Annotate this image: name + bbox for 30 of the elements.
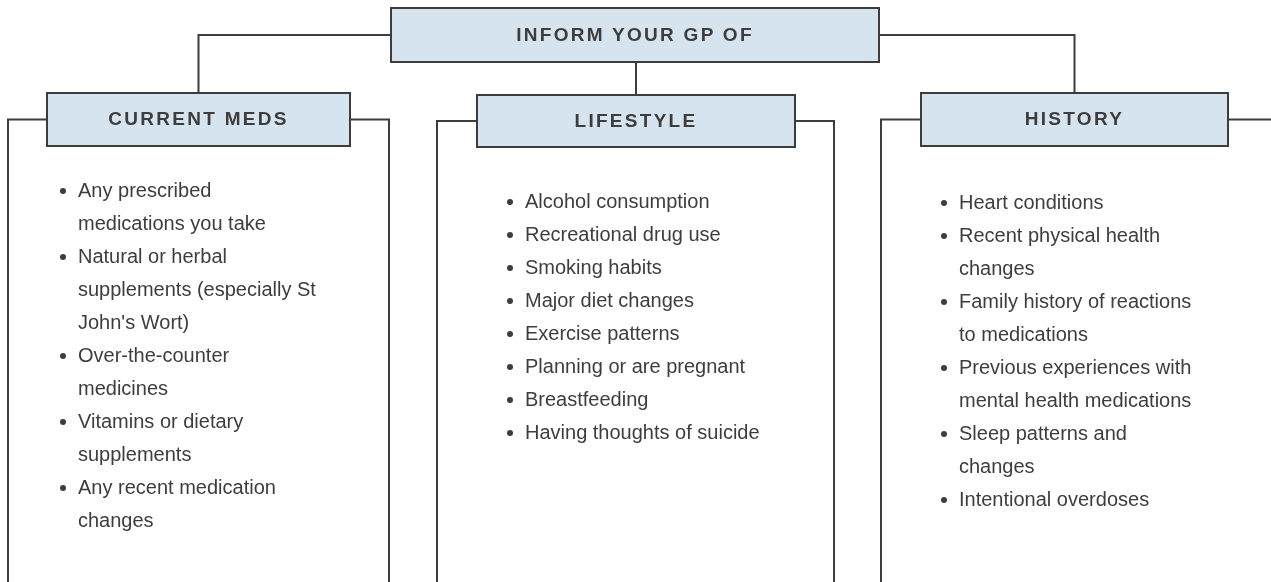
bullet-item: Previous experiences with mental health medications <box>959 355 1193 413</box>
bullet-item: Intentional overdoses <box>959 487 1150 512</box>
bullet-item: Major diet changes <box>525 288 694 313</box>
connector-line <box>635 62 637 95</box>
bullet-item: Family history of reactions to medications <box>959 289 1193 347</box>
bullet-item: Over-the-counter medicines <box>78 343 231 401</box>
heading-text: INFORM YOUR GP OF <box>516 22 754 47</box>
heading-box <box>390 7 880 63</box>
bullet-item: Recent physical health changes <box>959 223 1162 281</box>
bracket-panel <box>7 92 390 582</box>
category-header-text: LIFESTYLE <box>574 108 698 133</box>
connector-line <box>197 34 391 93</box>
category-header-text: HISTORY <box>1024 107 1125 132</box>
bullet-item: Exercise patterns <box>525 321 680 346</box>
bullet-item: Planning or are pregnant <box>525 354 746 379</box>
bullet-item: Sleep patterns and changes <box>959 421 1128 479</box>
category-header-text: CURRENT MEDS <box>108 107 289 132</box>
bullet-item: Any prescribed medications you take <box>78 178 267 236</box>
bullet-item: Smoking habits <box>525 255 662 280</box>
bullet-item: Heart conditions <box>959 190 1104 215</box>
connector-line <box>879 34 1076 93</box>
bracket-panel <box>436 94 835 582</box>
bullet-item: Any recent medication changes <box>78 475 277 533</box>
bullet-item: Recreational drug use <box>525 222 721 247</box>
bullet-item: Breastfeeding <box>525 387 649 412</box>
bullet-item: Vitamins or dietary supplements <box>78 409 245 467</box>
bullet-item: Alcohol consumption <box>525 189 710 214</box>
bullet-item: Having thoughts of suicide <box>525 420 760 445</box>
bullet-item: Natural or herbal supplements (especially St John's Wort) <box>78 244 317 335</box>
bracket-panel <box>880 92 1271 582</box>
